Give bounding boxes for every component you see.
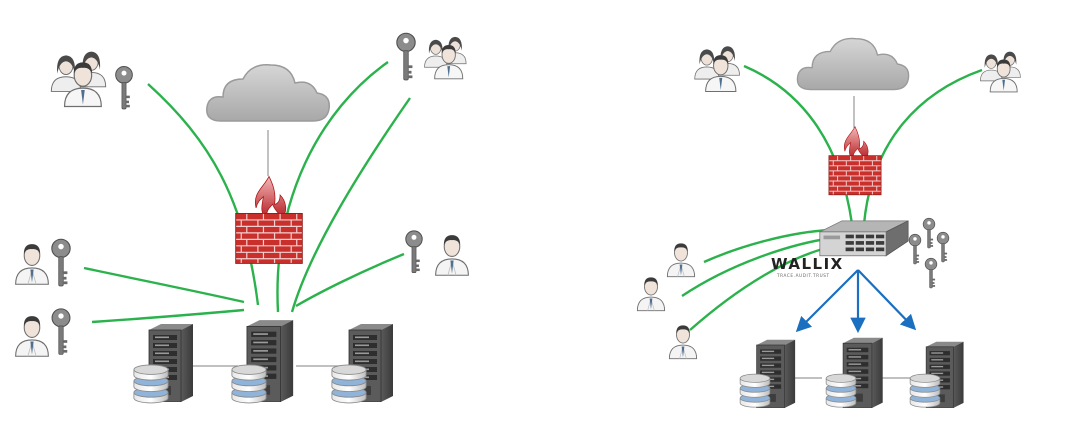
left-connections (83, 61, 411, 324)
user-group-icon (694, 45, 741, 93)
right-connections (681, 64, 983, 331)
firewall-icon (828, 126, 882, 196)
user-group-icon (50, 50, 107, 108)
user-icon (15, 315, 49, 357)
key-icon (924, 257, 938, 289)
distribution-arrows (795, 269, 917, 334)
user-group-icon (979, 51, 1021, 93)
database-icon (909, 373, 941, 408)
key-icon (51, 308, 71, 355)
wallix-logo-tagline: TRACE.AUDIT.TRUST (776, 273, 830, 278)
key-icon (115, 65, 133, 110)
user-icon (636, 276, 666, 312)
cloud-icon (796, 37, 910, 91)
database-icon (331, 364, 367, 404)
user-icon (668, 324, 698, 360)
wallix-logo: WALLIX TRACE.AUDIT.TRUST (771, 255, 844, 278)
user-icon (435, 234, 469, 276)
key-icon (908, 233, 922, 265)
key-icon (922, 217, 936, 249)
bastion-appliance-icon (819, 220, 909, 257)
database-icon (739, 373, 771, 408)
user-icon (666, 242, 696, 278)
wallix-logo-word: WALLIX (771, 255, 844, 273)
right-diagram: WALLIX TRACE.AUDIT.TRUST (636, 37, 1021, 408)
key-icon (396, 32, 416, 81)
cloud-icon (206, 64, 331, 122)
user-group-icon (423, 36, 467, 80)
database-icon (133, 364, 169, 404)
firewall-icon (235, 175, 303, 265)
user-icon (15, 243, 49, 285)
database-icon (825, 373, 857, 408)
left-diagram (15, 32, 469, 404)
database-icon (231, 364, 267, 404)
key-icon (405, 230, 423, 274)
key-icon (51, 238, 71, 287)
key-icon (936, 231, 950, 263)
